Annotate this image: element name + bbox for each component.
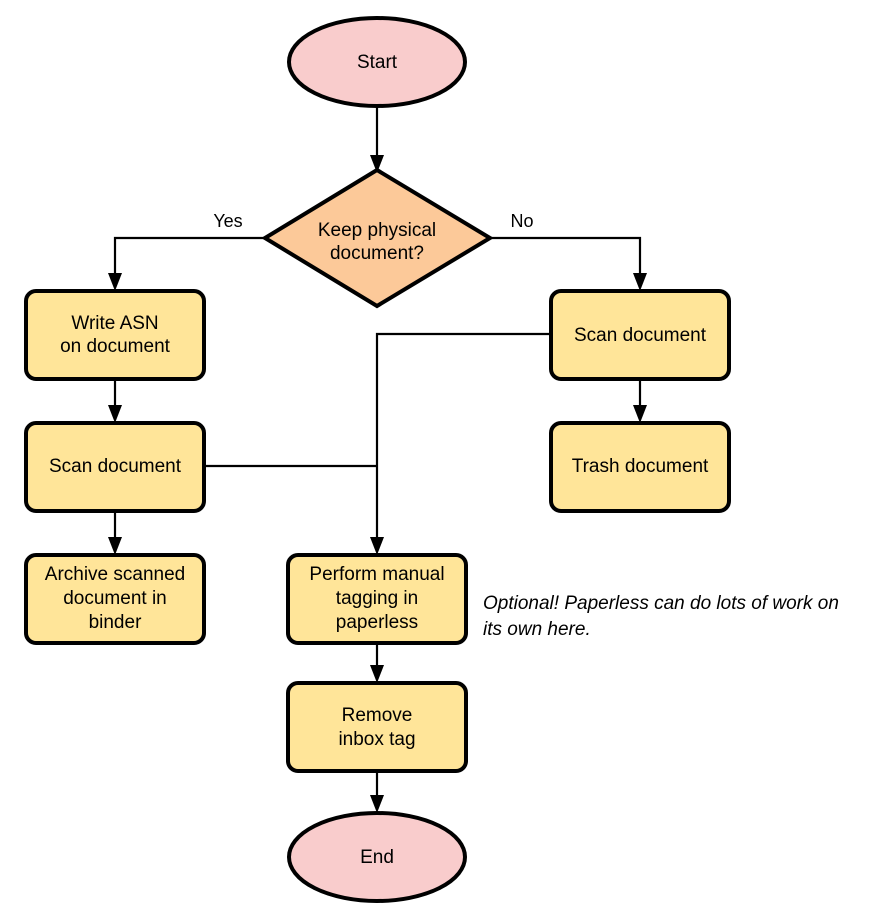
remove-inbox-box: [286, 681, 468, 773]
node-perform-manual-tagging[interactable]: Perform manual tagging in paperless: [286, 553, 468, 645]
remove-inbox-label-line1: Remove: [342, 705, 413, 726]
start-ellipse: [287, 16, 467, 108]
write-asn-label-line2: on document: [60, 336, 171, 357]
edge-remove-inbox-to-end: [370, 770, 384, 813]
archive-box: [24, 553, 206, 645]
edge-scan-left-to-archive: [108, 510, 122, 555]
remove-inbox-label-line2: inbox tag: [338, 729, 415, 750]
edge-scan-right-to-trash: [633, 378, 647, 423]
end-ellipse: [287, 811, 467, 903]
scan-document-left-label: Scan document: [49, 456, 182, 477]
write-asn-box: [24, 289, 206, 381]
node-remove-inbox-tag[interactable]: Remove inbox tag: [286, 681, 468, 773]
node-write-asn[interactable]: Write ASN on document: [24, 289, 206, 381]
archive-label-line1: Archive scanned: [45, 564, 185, 585]
annotation-optional-note: Optional! Paperless can do lots of work …: [483, 593, 839, 640]
archive-label-line2: document in: [63, 588, 167, 609]
edge-write-asn-to-scan-left: [108, 378, 122, 423]
node-scan-document-right[interactable]: Scan document: [549, 289, 731, 381]
edge-decision-yes-to-write-asn: [108, 236, 265, 291]
end-label: End: [360, 847, 394, 868]
edge-tagging-to-remove-inbox: [370, 642, 384, 683]
edge-label-yes: Yes: [213, 211, 242, 231]
edge-start-to-decision: [370, 104, 384, 173]
node-scan-document-left[interactable]: Scan document: [24, 421, 206, 513]
node-end[interactable]: End: [287, 811, 467, 903]
tagging-label-line2: tagging in: [336, 588, 418, 609]
optional-note-line1: Optional! Paperless can do lots of work …: [483, 593, 839, 614]
tagging-label-line3: paperless: [336, 612, 418, 633]
decision-label-line1: Keep physical: [318, 220, 436, 241]
node-archive-scanned-document[interactable]: Archive scanned document in binder: [24, 553, 206, 645]
edge-decision-no-to-scan-right: [490, 236, 647, 291]
tagging-box: [286, 553, 468, 645]
edge-scan-right-to-tagging: [370, 332, 551, 555]
decision-diamond: [261, 167, 494, 309]
node-trash-document[interactable]: Trash document: [549, 421, 731, 513]
optional-note-line2: its own here.: [483, 619, 591, 640]
scan-document-right-box: [549, 289, 731, 381]
trash-document-label: Trash document: [572, 456, 709, 477]
tagging-label-line1: Perform manual: [309, 564, 444, 585]
node-start[interactable]: Start: [287, 16, 467, 108]
scan-document-left-box: [24, 421, 206, 513]
scan-document-right-label: Scan document: [574, 325, 707, 346]
start-label: Start: [357, 52, 398, 73]
write-asn-label-line1: Write ASN: [71, 313, 158, 334]
decision-label-line2: document?: [330, 243, 424, 264]
edge-label-no: No: [510, 211, 533, 231]
node-decision-keep-physical-document[interactable]: Keep physical document?: [261, 167, 494, 309]
archive-label-line3: binder: [89, 612, 142, 633]
trash-document-box: [549, 421, 731, 513]
